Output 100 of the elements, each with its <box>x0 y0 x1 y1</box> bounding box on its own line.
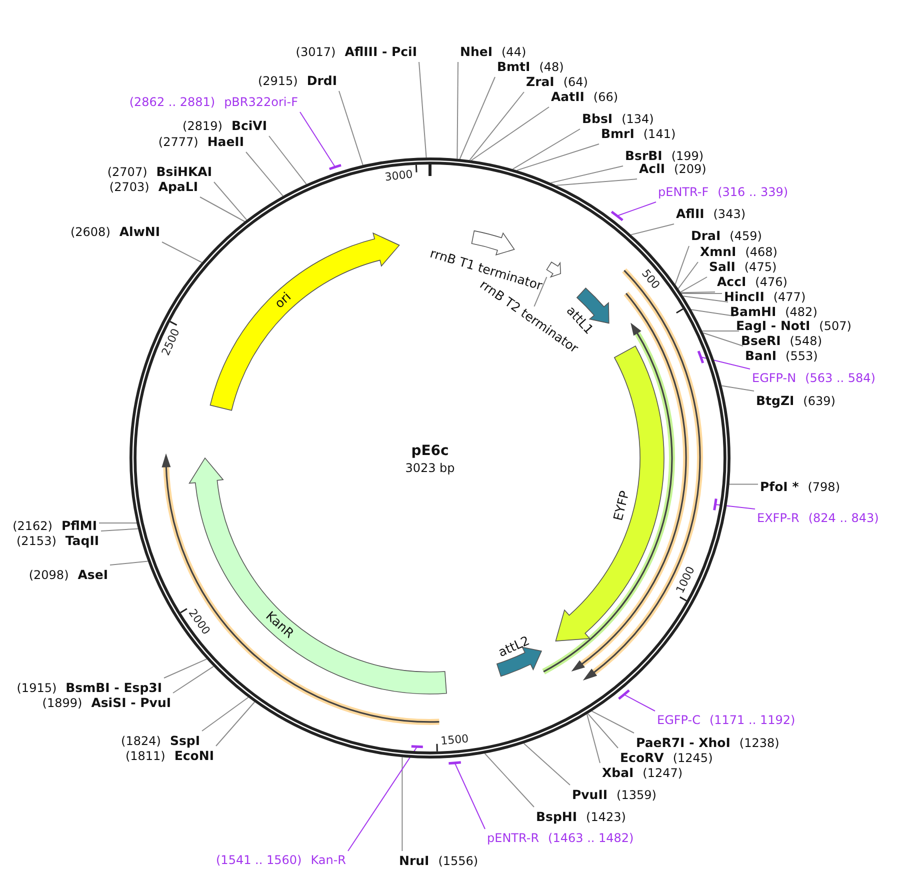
restriction-site-label: DraI (459) <box>691 228 762 244</box>
restriction-site-label: (1899) AsiSI - PvuI <box>42 695 171 711</box>
restriction-site-label: AflII (343) <box>676 206 746 222</box>
leader-line <box>214 182 248 220</box>
leader-line <box>674 246 690 285</box>
restriction-site-label: (2777) HaeII <box>158 134 244 150</box>
primer-mark <box>411 745 423 748</box>
restriction-site-label: (2703) ApaLI <box>109 179 198 195</box>
restriction-site-label: PvuII (1359) <box>572 787 656 803</box>
restriction-site-label: AclI (209) <box>639 161 706 177</box>
restriction-site-label: AccI (476) <box>717 274 788 290</box>
restriction-site-label: (2153) TaqII <box>16 533 99 549</box>
leader-line <box>456 62 458 160</box>
restriction-site-label: (2915) DrdI <box>258 73 337 89</box>
restriction-site-label: BmtI (48) <box>497 59 564 75</box>
tick-label: 3000 <box>384 168 414 184</box>
primer-label: (1541 .. 1560) Kan-R <box>216 853 346 868</box>
restriction-site-label: (2162) PflMI <box>12 518 97 534</box>
restriction-site-label: (2098) AseI <box>28 567 108 583</box>
tick-label: 1000 <box>674 564 698 596</box>
leader-line <box>728 484 758 485</box>
primer-label: (2862 .. 2881) pBR322ori-F <box>129 95 298 110</box>
restriction-site-label: BspHI (1423) <box>536 809 626 825</box>
leader-line <box>556 178 638 186</box>
leader-line <box>216 702 256 746</box>
primer-mark <box>329 164 342 170</box>
restriction-site-label: (1811) EcoNI <box>125 748 214 764</box>
leader-line <box>459 76 496 160</box>
restriction-site-label: BsrBI (199) <box>625 148 704 164</box>
terminator-symbol <box>546 262 561 278</box>
leader-line <box>678 262 698 290</box>
leader-line <box>402 756 403 852</box>
leader-line <box>616 202 656 216</box>
restriction-site-label: (2819) BciVI <box>182 118 267 134</box>
primer-label: EGFP-C (1171 .. 1192) <box>657 713 796 728</box>
restriction-site-label: XmnI (468) <box>700 244 778 260</box>
restriction-site-label: BseRI (548) <box>741 333 822 349</box>
leader-line <box>268 136 307 185</box>
leader-line <box>98 522 138 524</box>
leader-line <box>516 144 600 171</box>
leader-line <box>172 666 214 694</box>
restriction-site-label: EagI - NotI (507) <box>736 318 852 334</box>
restriction-site-label: BamHI (482) <box>730 304 818 320</box>
leader-line <box>702 330 740 332</box>
leader-line <box>680 293 722 294</box>
restriction-site-label: (2608) AlwNI <box>70 224 160 240</box>
leader-line <box>300 112 336 168</box>
leader-line <box>454 762 486 830</box>
leader-line <box>110 560 148 566</box>
restriction-site-label: (2707) BsiHKAI <box>107 164 212 180</box>
restriction-site-label: NheI (44) <box>460 44 526 60</box>
primer-mark <box>618 689 630 700</box>
restriction-site-label: HincII (477) <box>724 289 806 305</box>
leader-line <box>586 714 600 764</box>
primer-label: pENTR-F (316 .. 339) <box>658 185 788 200</box>
primer-mark <box>610 210 624 222</box>
leader-line <box>550 166 624 184</box>
leader-line <box>470 106 550 161</box>
leader-line <box>469 92 524 161</box>
primer-mark <box>713 498 718 510</box>
restriction-site-label: AatII (66) <box>551 89 618 105</box>
leader-line <box>418 62 427 158</box>
primer-label: pENTR-R (1463 .. 1482) <box>487 831 634 846</box>
leader-line <box>162 242 202 263</box>
restriction-site-label: NruI (1556) <box>399 853 478 869</box>
restriction-site-label: (1824) SspI <box>121 733 200 749</box>
leader-line <box>246 152 284 196</box>
leader-line <box>523 743 570 786</box>
leader-line <box>721 385 754 392</box>
primer-mark <box>448 761 462 765</box>
leader-line <box>348 746 418 852</box>
plasmid-name: pE6c <box>410 443 450 459</box>
restriction-site-label: BanI (553) <box>745 348 818 364</box>
feature-annotation: ori <box>210 232 400 411</box>
leader-line <box>680 276 708 293</box>
leader-line <box>591 710 634 734</box>
leader-line <box>512 128 580 170</box>
tick-label: 1500 <box>440 732 470 748</box>
leader-line <box>200 196 246 222</box>
restriction-site-label: (3017) AflIII - PciI <box>296 44 417 60</box>
restriction-site-label: EcoRV (1245) <box>620 750 713 766</box>
leader-line <box>164 658 208 678</box>
restriction-site-label: BtgZI (639) <box>756 393 836 409</box>
restriction-site-label: PaeR7I - XhoI (1238) <box>636 735 780 751</box>
leader-line <box>338 90 364 166</box>
restriction-site-label: SalI (475) <box>709 259 777 275</box>
leader-line <box>534 276 548 307</box>
leader-line <box>702 332 744 346</box>
restriction-site-label: BbsI (134) <box>582 111 654 127</box>
restriction-site-label: PfoI * (798) <box>760 479 840 495</box>
leader-line <box>630 224 674 236</box>
restriction-site-label: (1915) BsmBI - Esp3I <box>16 680 162 696</box>
leader-line <box>100 528 138 532</box>
leader-line <box>690 309 734 316</box>
restriction-site-label: BmrI (141) <box>601 126 676 142</box>
primer-label: EGFP-N (563 .. 584) <box>752 371 876 386</box>
leader-line <box>680 292 716 294</box>
leader-line <box>202 696 249 732</box>
leader-line <box>682 296 728 302</box>
leader-line <box>484 753 534 808</box>
